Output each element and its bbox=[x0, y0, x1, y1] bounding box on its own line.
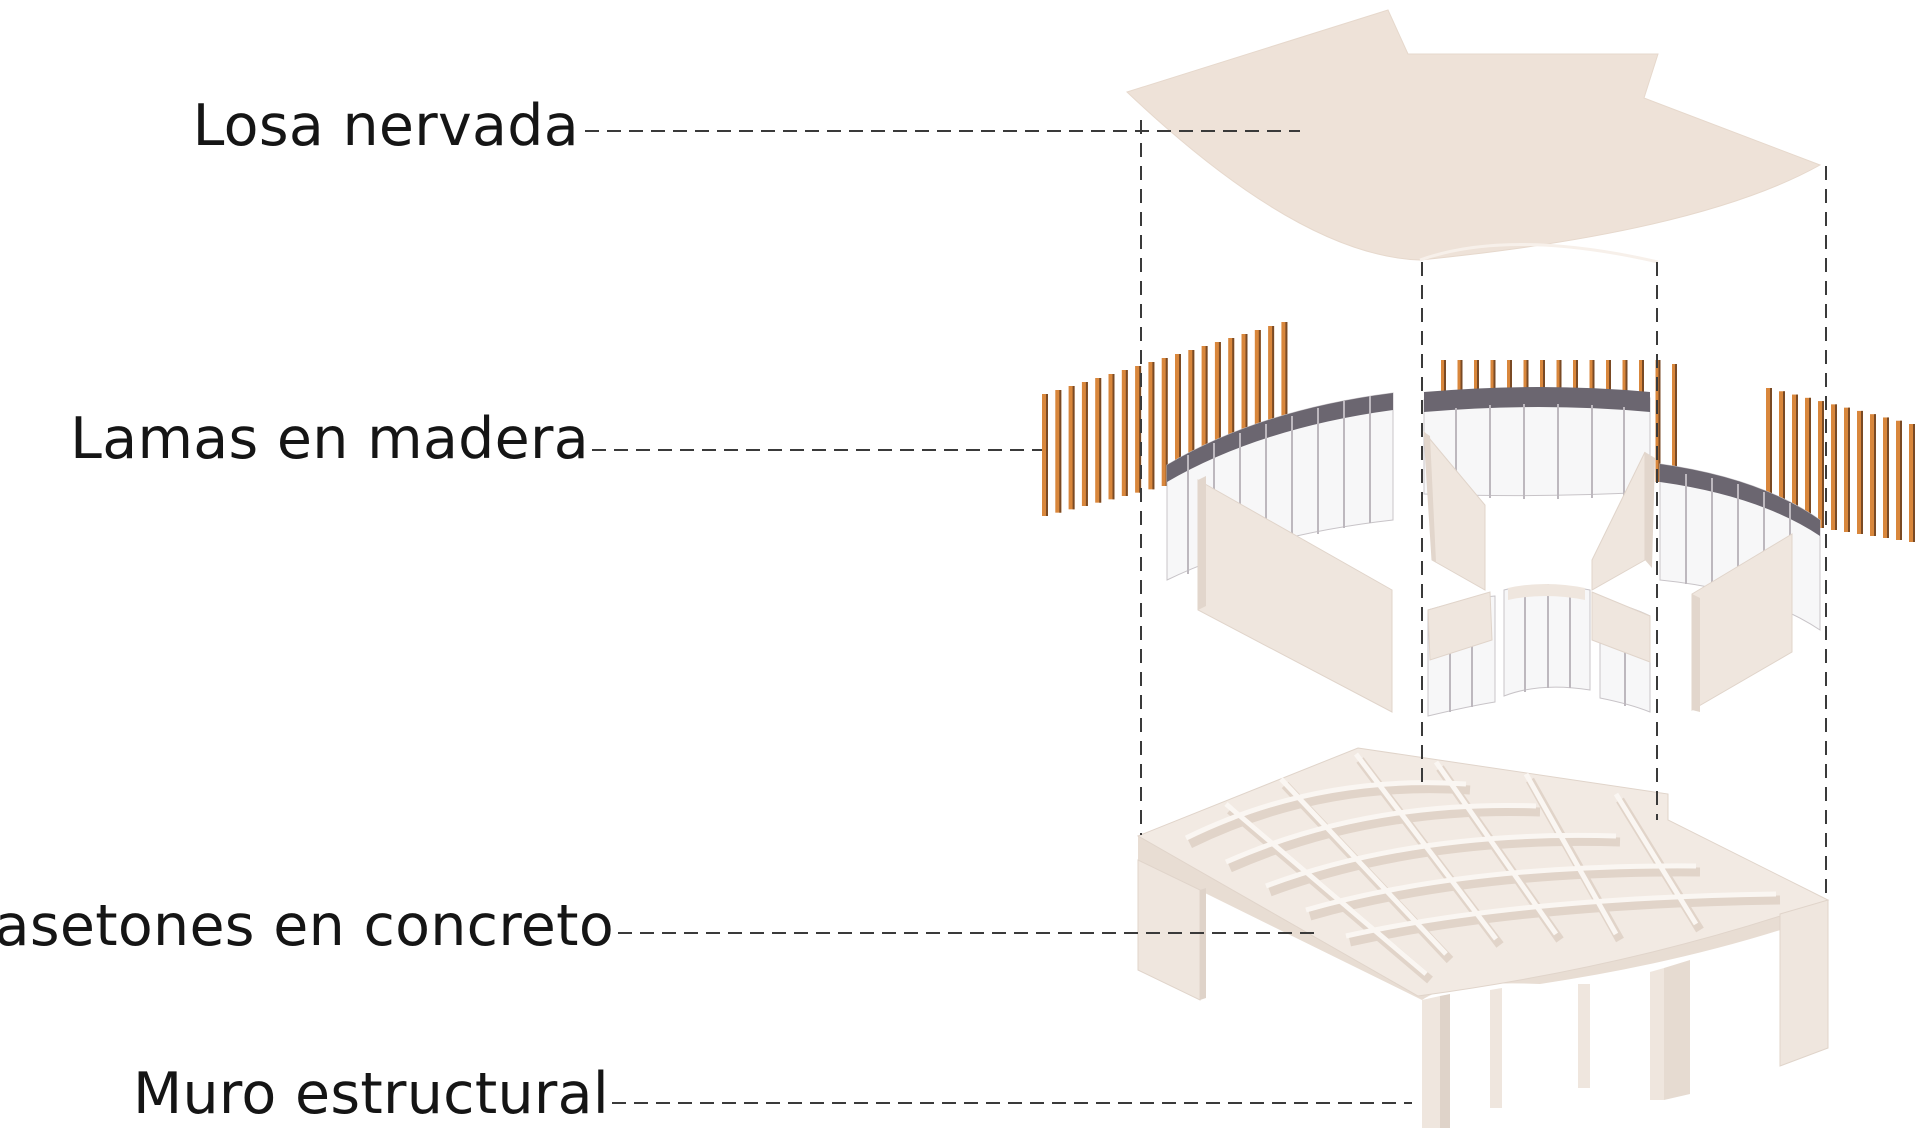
wood-louver bbox=[1042, 394, 1048, 516]
wood-louver-edge bbox=[1900, 420, 1902, 540]
wood-louver-edge bbox=[1874, 414, 1876, 536]
wood-louver bbox=[1818, 401, 1824, 528]
wood-louver-edge bbox=[1192, 350, 1195, 480]
wood-louver-edge bbox=[1072, 386, 1075, 510]
wood-louver-edge bbox=[1232, 338, 1235, 470]
label-muro-estructural: Muro estructural bbox=[133, 1061, 609, 1127]
wood-louver bbox=[1161, 358, 1168, 486]
wood-louver-edge bbox=[1848, 407, 1850, 532]
wood-louver-edge bbox=[1887, 417, 1889, 538]
leader-lines bbox=[585, 130, 1412, 1104]
wood-louver bbox=[1188, 350, 1195, 480]
glazing-center-front bbox=[1427, 584, 1651, 717]
wood-louver bbox=[1883, 417, 1889, 538]
wood-louvers-right bbox=[1766, 388, 1915, 542]
wood-louver bbox=[1095, 378, 1102, 503]
wood-louver bbox=[1844, 407, 1850, 532]
wood-louver bbox=[1792, 394, 1798, 524]
wood-louver-edge bbox=[1099, 378, 1102, 503]
wood-louver-edge bbox=[1179, 354, 1181, 483]
wood-louver bbox=[1909, 424, 1915, 542]
wood-louver-edge bbox=[1112, 374, 1115, 500]
wood-louver-edge bbox=[1770, 388, 1772, 520]
wood-louver bbox=[1108, 374, 1115, 500]
wood-louver-edge bbox=[1272, 326, 1275, 460]
wood-louver-edge bbox=[1085, 382, 1088, 506]
wood-louver bbox=[1214, 342, 1221, 473]
wood-louver-edge bbox=[1152, 362, 1155, 490]
wood-louver-edge bbox=[1913, 424, 1915, 542]
alignment-dashed-lines bbox=[1140, 120, 1827, 900]
wood-louver bbox=[1055, 390, 1062, 513]
wood-louver-edge bbox=[1809, 397, 1811, 526]
wood-louver bbox=[1779, 391, 1785, 522]
wood-louver bbox=[1241, 334, 1248, 466]
wood-louver-edge bbox=[1205, 346, 1208, 476]
wood-louver bbox=[1228, 338, 1235, 470]
glazing-center bbox=[1423, 387, 1651, 499]
wood-louver-edge bbox=[1245, 334, 1248, 466]
wood-louver bbox=[1148, 362, 1155, 490]
wood-louver-edge bbox=[1861, 410, 1863, 534]
wood-louver bbox=[1068, 386, 1075, 510]
wood-louver-edge bbox=[1165, 358, 1168, 486]
wood-louver bbox=[1870, 414, 1876, 536]
wood-louver bbox=[1135, 366, 1142, 493]
wood-louver-edge bbox=[1796, 394, 1798, 524]
wood-louver-edge bbox=[1783, 391, 1785, 522]
wood-louver bbox=[1281, 322, 1288, 456]
losa-nervada-slab bbox=[1126, 9, 1822, 264]
label-lamas-en-madera: Lamas en madera bbox=[70, 406, 589, 472]
muro-estructural-walls bbox=[1137, 859, 1829, 1128]
wood-louver bbox=[1655, 360, 1661, 482]
wood-louver bbox=[1857, 410, 1863, 534]
wood-louver bbox=[1766, 388, 1772, 520]
wood-louver-edge bbox=[1258, 330, 1261, 463]
wood-louver-edge bbox=[1125, 370, 1128, 496]
wood-louver bbox=[1121, 370, 1128, 496]
wood-louver-edge bbox=[1822, 401, 1824, 528]
wood-louver bbox=[1268, 326, 1275, 460]
lamas-en-madera-level bbox=[1042, 322, 1915, 717]
wood-louver-edge bbox=[1835, 404, 1837, 530]
wood-louver bbox=[1896, 420, 1902, 540]
label-losa-nervada: Losa nervada bbox=[192, 93, 579, 159]
casetones-en-concreto-slab bbox=[1136, 747, 1830, 1000]
wood-louver bbox=[1254, 330, 1261, 463]
wood-louver bbox=[1805, 397, 1811, 526]
wood-louver-edge bbox=[1285, 322, 1288, 456]
wood-louver-edge bbox=[1059, 390, 1062, 513]
wood-louver bbox=[1175, 354, 1181, 483]
wood-louver bbox=[1201, 346, 1208, 476]
wood-louver bbox=[1081, 382, 1088, 506]
label-casetones-en-concreto: Casetones en concreto bbox=[0, 893, 614, 959]
wood-louver bbox=[1672, 364, 1677, 482]
wood-louver-edge bbox=[1658, 360, 1661, 482]
wood-louver-edge bbox=[1218, 342, 1221, 473]
wood-louver bbox=[1831, 404, 1837, 530]
wood-louver-edge bbox=[1675, 364, 1677, 482]
wood-louver-edge bbox=[1046, 394, 1048, 516]
